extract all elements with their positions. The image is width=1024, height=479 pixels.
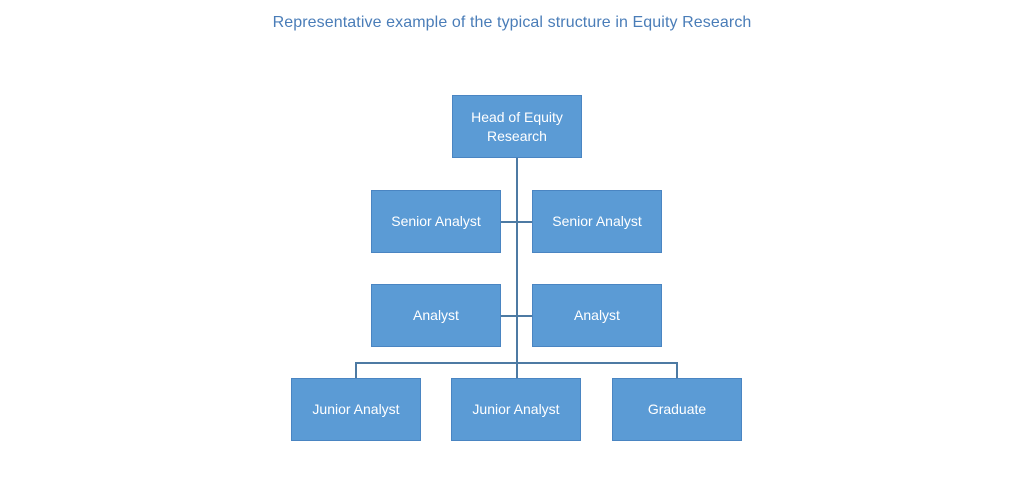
org-node-label: Senior Analyst — [552, 213, 642, 230]
org-node-analyst-right: Analyst — [532, 284, 662, 347]
org-node-label: Head of Equity Research — [471, 109, 563, 144]
org-node-label: Analyst — [413, 307, 459, 324]
connector-bottom-branch — [355, 362, 678, 364]
org-node-senior-analyst-left: Senior Analyst — [371, 190, 501, 253]
org-node-analyst-left: Analyst — [371, 284, 501, 347]
org-node-label: Analyst — [574, 307, 620, 324]
connector-analyst-link — [501, 315, 532, 317]
org-node-senior-analyst-right: Senior Analyst — [532, 190, 662, 253]
diagram-title: Representative example of the typical st… — [272, 14, 752, 31]
org-node-junior-analyst-middle: Junior Analyst — [451, 378, 581, 441]
org-node-label: Junior Analyst — [312, 401, 400, 418]
connector-stub-junior-left — [355, 362, 357, 378]
connector-stub-graduate — [676, 362, 678, 378]
org-node-label: Senior Analyst — [391, 213, 481, 230]
org-node-head-of-equity-research: Head of Equity Research — [452, 95, 582, 158]
org-node-label: Junior Analyst — [472, 401, 560, 418]
org-node-junior-analyst-left: Junior Analyst — [291, 378, 421, 441]
connector-central-spine — [516, 158, 518, 378]
connector-senior-analyst-link — [501, 221, 532, 223]
org-node-graduate: Graduate — [612, 378, 742, 441]
org-node-label: Graduate — [647, 401, 707, 418]
